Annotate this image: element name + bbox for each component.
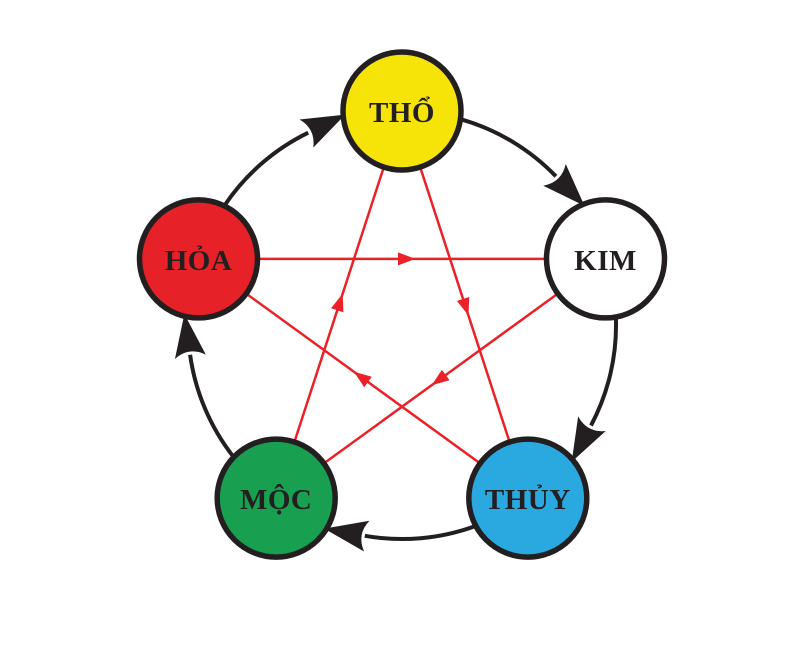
node-moc-label: MỘC — [240, 483, 312, 516]
node-kim: KIM — [543, 197, 668, 321]
overcoming-arrow-kim-to-moc — [323, 292, 559, 465]
node-thuy-circle — [466, 436, 590, 560]
node-kim-circle — [543, 197, 668, 321]
overcoming-arrow-thuy-to-hoa — [245, 292, 481, 465]
node-moc-circle — [214, 436, 338, 560]
node-hoa-label: HỎA — [165, 244, 233, 277]
node-tho: THỔ — [340, 49, 464, 173]
node-tho-circle — [340, 49, 464, 173]
node-hoa: HỎA — [136, 197, 261, 321]
node-kim-label: KIM — [574, 245, 637, 277]
overcoming-arrow-tho-to-thuy — [419, 166, 511, 443]
generating-arrow-moc-to-hoa — [174, 314, 235, 459]
generating-arrow-tho-to-kim — [460, 117, 585, 206]
overcoming-arrow-moc-to-tho — [293, 166, 385, 443]
node-tho-label: THỔ — [369, 95, 435, 129]
node-moc: MỘC — [214, 436, 338, 560]
generating-arrow-thuy-to-moc — [324, 520, 476, 552]
node-thuy: THỦY — [466, 436, 590, 560]
node-hoa-circle — [136, 197, 261, 321]
generating-arrow-hoa-to-tho — [222, 114, 346, 207]
node-thuy-label: THỦY — [485, 483, 571, 516]
generating-arrow-kim-to-thuy — [571, 317, 619, 462]
